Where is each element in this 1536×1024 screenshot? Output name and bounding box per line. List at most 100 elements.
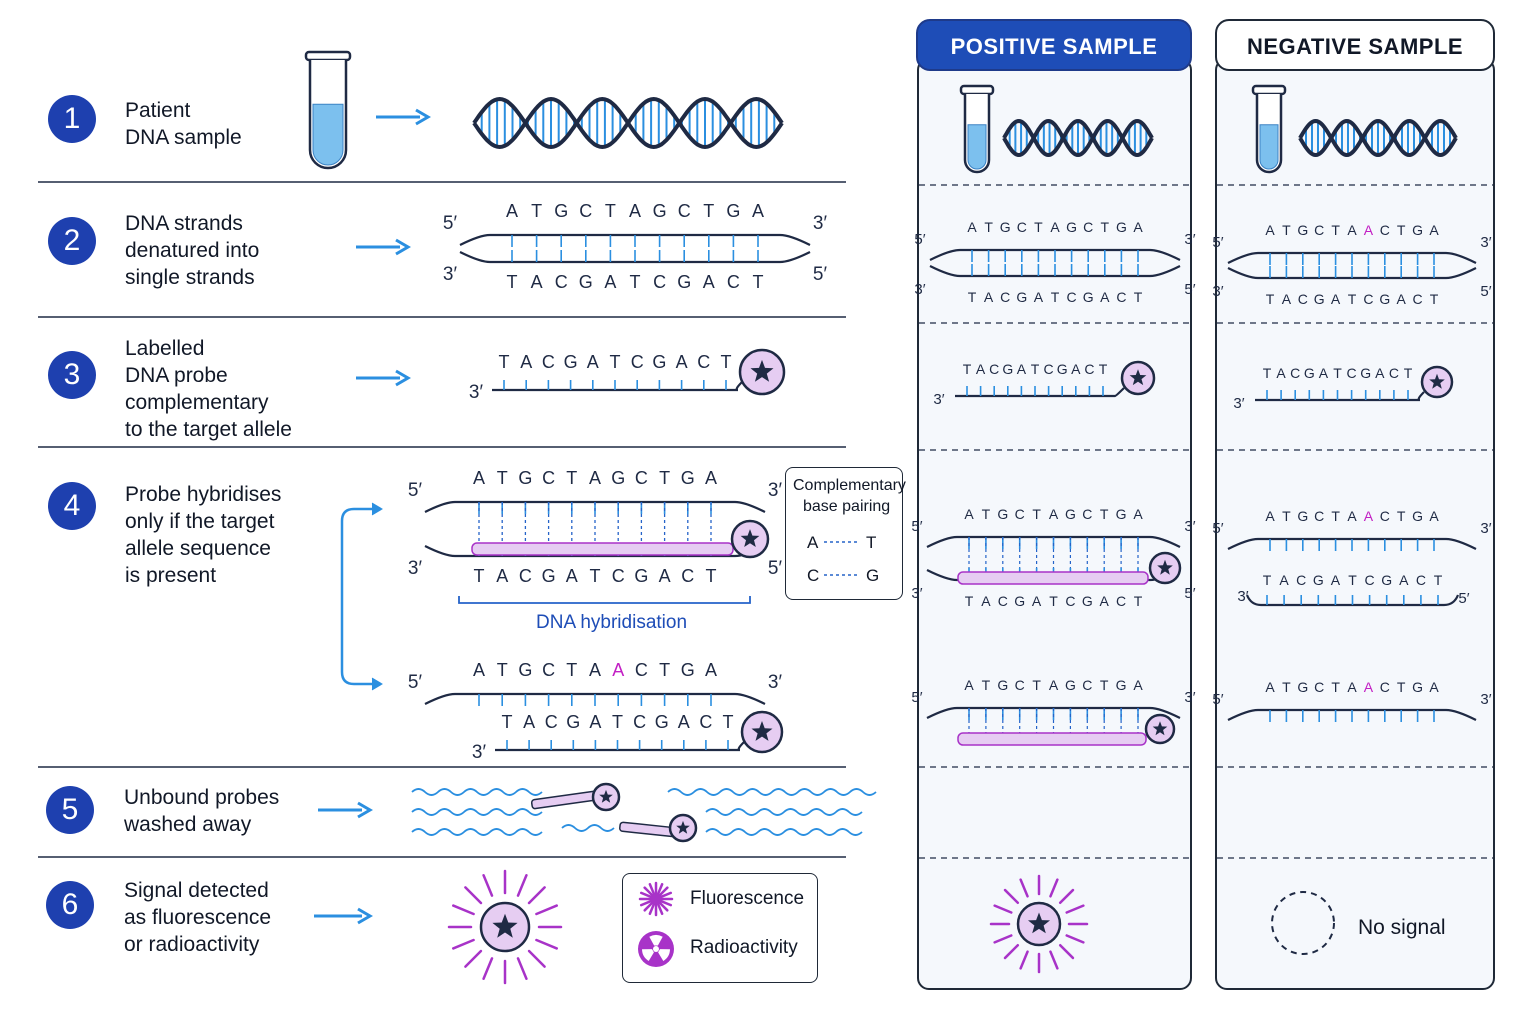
base-letter: G <box>1065 677 1076 693</box>
base-letter: G <box>564 352 578 372</box>
base-letter: T <box>1099 361 1108 377</box>
base-letter: A <box>473 468 485 488</box>
base-letter: T <box>1333 365 1342 381</box>
strand-end-label: 5′ <box>408 480 423 501</box>
probe-strand <box>495 741 745 752</box>
base-letter: G <box>518 468 532 488</box>
base-letter: A <box>705 468 717 488</box>
positive-signal-burst <box>1058 888 1075 905</box>
base-letter: T <box>1031 361 1040 377</box>
base-letter: G <box>1297 222 1308 238</box>
base-letter: A <box>967 219 977 235</box>
base-letter: A <box>1265 222 1275 238</box>
base-letter: A <box>604 272 616 292</box>
base-letter: T <box>590 566 601 586</box>
step-5-line: washed away <box>124 813 252 836</box>
base-letter: T <box>502 712 513 732</box>
base-letter: A <box>629 201 641 221</box>
probe-bar <box>471 542 734 556</box>
base-letter: T <box>723 712 734 732</box>
base-letter: T <box>1101 219 1110 235</box>
base-letter: A <box>496 566 508 586</box>
strand-end-label: 3′ <box>1480 520 1491 537</box>
base-letter: A <box>589 468 601 488</box>
base-letter: G <box>1057 361 1068 377</box>
no-signal-circle <box>1271 891 1335 955</box>
strand-end-label: 3′ <box>1212 283 1223 300</box>
star-icon <box>1152 721 1168 736</box>
base-letter: C <box>612 566 625 586</box>
test-tube-liquid <box>1259 124 1279 170</box>
base-letter: A <box>612 660 624 680</box>
base-letter: C <box>1380 679 1390 695</box>
base-pairing-title: Complementary <box>793 477 906 494</box>
base-letter: C <box>545 712 558 732</box>
star-icon <box>750 359 774 382</box>
base-letter: G <box>1313 572 1324 588</box>
negative-sample-header: NEGATIVE SAMPLE <box>1215 19 1495 71</box>
strand-end-label: 3′ <box>408 558 423 579</box>
base-letter: T <box>1100 677 1109 693</box>
base-letter: A <box>676 352 688 372</box>
base-letter: A <box>1429 508 1439 524</box>
base-letter: T <box>507 272 518 292</box>
legend-fluorescence-label: Fluorescence <box>690 888 805 909</box>
base-letter: C <box>1416 572 1426 588</box>
strand-end-label: 5′ <box>914 231 925 248</box>
fluorescence-burst <box>452 904 475 916</box>
base-letter: A <box>1265 508 1275 524</box>
strand-end-label: 5′ <box>813 264 828 285</box>
base-letter: T <box>1100 506 1109 522</box>
fluorescence-icon <box>648 882 655 895</box>
base-letter: T <box>497 660 508 680</box>
test-tube-liquid <box>312 103 344 166</box>
pair-g: G <box>866 566 880 585</box>
base-letter: T <box>1282 508 1291 524</box>
base-letter: A <box>984 289 994 305</box>
base-letter: C <box>1067 289 1077 305</box>
base-letter: C <box>653 272 666 292</box>
base-letter: G <box>1297 679 1308 695</box>
legend-radioactivity-label: Radioactivity <box>690 937 798 958</box>
base-letter: A <box>1397 291 1407 307</box>
base-letter: T <box>968 289 977 305</box>
base-letter: A <box>1364 679 1374 695</box>
base-letter: G <box>1116 677 1127 693</box>
base-letter: G <box>1381 572 1392 588</box>
step-1-line: DNA sample <box>125 126 242 149</box>
base-letter: C <box>1015 677 1025 693</box>
positive-signal-burst <box>1003 943 1020 960</box>
base-letter: G <box>1412 222 1423 238</box>
base-letter: T <box>659 660 670 680</box>
base-letter: A <box>1347 679 1357 695</box>
base-letter: C <box>635 660 648 680</box>
base-letter: G <box>997 677 1008 693</box>
step-1-badge: 1 <box>48 95 96 143</box>
base-letter: A <box>1133 677 1143 693</box>
base-letter: T <box>1404 365 1413 381</box>
base-letter: T <box>1434 572 1443 588</box>
base-letter: C <box>1116 289 1126 305</box>
base-letter: A <box>1364 222 1374 238</box>
arrow-head-icon <box>371 502 383 516</box>
base-letter: A <box>705 660 717 680</box>
strand-end-label: 5′ <box>408 672 423 693</box>
base-letter: T <box>1282 679 1291 695</box>
test-tube-icon <box>959 84 995 96</box>
base-letter: G <box>1304 365 1315 381</box>
base-letter: G <box>1016 289 1027 305</box>
base-letter: A <box>1429 222 1439 238</box>
base-letter: T <box>1348 572 1357 588</box>
strand-end-label: 3′ <box>1184 689 1195 706</box>
base-letter: T <box>659 468 670 488</box>
base-letter: C <box>989 361 999 377</box>
step-3-line: to the target allele <box>125 418 292 441</box>
base-letter: C <box>542 660 555 680</box>
strand-end-label: 3′ <box>1184 518 1195 535</box>
strand-end-label: 5′ <box>911 518 922 535</box>
star-icon <box>1028 912 1050 934</box>
base-letter: A <box>531 272 543 292</box>
step-4-line: only if the target <box>125 510 275 533</box>
positive-signal-burst <box>1058 943 1075 960</box>
positive-signal-burst <box>1065 934 1085 944</box>
